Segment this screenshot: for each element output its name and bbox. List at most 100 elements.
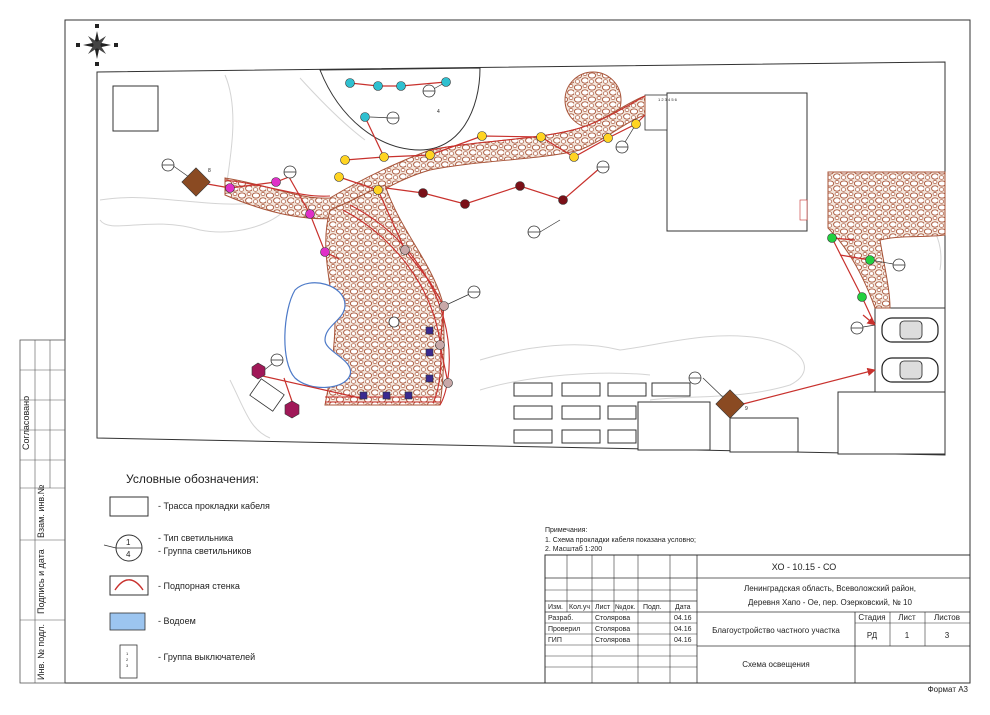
sheet-label: Лист — [898, 613, 916, 622]
notes: Примечания: 1. Схема прокладки кабеля по… — [545, 527, 696, 553]
date-checker: 04.16 — [674, 626, 692, 633]
legend-water-swatch — [109, 612, 146, 631]
role-developer: Разраб. — [548, 614, 573, 622]
switch-group-box-side — [799, 199, 808, 221]
lamp-dark-red — [460, 199, 470, 209]
lamp-type-tags — [161, 84, 906, 385]
legend-switch-swatch — [119, 644, 138, 679]
lamp-dark-red — [418, 188, 428, 198]
legend-item-wall: - Подпорная стенка — [158, 581, 240, 591]
lamp-green — [865, 255, 875, 265]
legend-wall-swatch — [109, 575, 149, 596]
svg-text:2: 2 — [126, 657, 129, 662]
junction-label: 8 — [208, 168, 211, 174]
stage-value: РД — [867, 631, 878, 640]
legend-item-lamp-type: - Тип светильника — [158, 533, 233, 543]
lamp-magenta — [271, 177, 281, 187]
lamps — [225, 77, 875, 419]
lamp-cyan — [441, 77, 451, 87]
legend-item-cable: - Трасса прокладки кабеля — [158, 501, 270, 511]
date-gip: 04.16 — [674, 637, 692, 644]
hdr-izm: Изм. — [548, 604, 563, 611]
lamp-dark-red — [515, 181, 525, 191]
legend-item-switch: - Группа выключателей — [158, 652, 255, 662]
garage — [837, 391, 946, 455]
outbuilding — [637, 401, 711, 451]
car-icon — [881, 357, 939, 383]
legend-lamp-num-top: 1 — [126, 538, 131, 547]
lamp-cyan — [373, 81, 383, 91]
lamp-yellow — [334, 172, 344, 182]
lamp-gray — [443, 378, 453, 388]
lamp-gray — [439, 301, 449, 311]
lamp-magenta — [225, 183, 235, 193]
project-name: Благоустройство частного участка — [712, 626, 840, 635]
stamp-inv-replace: Взам. инв.№ — [36, 484, 46, 538]
lamp-green — [827, 233, 837, 243]
garden-beds — [513, 382, 691, 444]
legend-item-water: - Водоем — [158, 616, 196, 626]
lamp-yellow — [477, 131, 487, 141]
greenhouse — [319, 67, 481, 151]
terrain-contours — [99, 74, 942, 439]
title-block-text: ХО - 10.15 - СО Ленинградская область, В… — [548, 562, 960, 669]
junction-box: 8 — [181, 167, 211, 197]
role-gip: ГИП — [548, 637, 562, 644]
lamp-hexagon — [284, 400, 300, 419]
lamp-square — [425, 348, 434, 357]
lamp-gray — [400, 245, 410, 255]
format-label: Формат А3 — [928, 685, 969, 694]
name-checker: Столярова — [595, 626, 630, 633]
title-block — [544, 554, 971, 684]
sheets-value: 3 — [945, 631, 950, 640]
car-icon — [881, 317, 939, 343]
shed — [112, 85, 159, 132]
lamp-yellow — [536, 132, 546, 142]
pond — [284, 282, 351, 389]
lamp-yellow — [373, 185, 383, 195]
greenhouse-label: 4 — [437, 109, 440, 115]
stamp-inv-orig: Инв. № подл. — [36, 624, 46, 680]
lamp-square — [382, 391, 391, 400]
notes-title: Примечания: — [545, 527, 587, 534]
house — [666, 92, 808, 232]
compass-icon — [76, 24, 118, 66]
lamp-yellow — [379, 152, 389, 162]
hdr-kol: Кол.уч — [569, 604, 590, 611]
lamp-square — [359, 391, 368, 400]
sheet-value: 1 — [905, 631, 910, 640]
lamp-hexagon — [251, 362, 266, 380]
lamp-cyan — [396, 81, 406, 91]
legend-lamp-num-bottom: 4 — [126, 550, 131, 559]
switch-group-digits: 1 2 3 4 5 6 — [658, 97, 678, 102]
lamp-square — [425, 326, 434, 335]
role-checker: Проверил — [548, 626, 580, 633]
hdr-podp: Подп. — [643, 604, 662, 611]
sheets-label: Листов — [934, 613, 960, 622]
hdr-doc: №док. — [615, 604, 636, 611]
legend-cable-swatch — [109, 496, 149, 517]
junction-box: 9 — [715, 389, 748, 419]
site-plan: 1 2 3 4 5 6 4 — [96, 61, 946, 456]
lamp-yellow — [631, 119, 641, 129]
stage-label: Стадия — [858, 613, 885, 622]
legend-item-lamp-group: - Группа светильников — [158, 546, 252, 556]
lamp-magenta — [305, 209, 315, 219]
date-developer: 04.16 — [674, 615, 692, 622]
hdr-list: Лист — [595, 604, 611, 611]
hdr-date: Дата — [675, 604, 691, 611]
stamp-sign-date: Подпись и дата — [36, 549, 46, 614]
notes-line-2: 2. Масштаб 1:200 — [545, 545, 602, 553]
address-line-1: Ленинградская область, Всеволожский райо… — [744, 584, 916, 593]
lamp-magenta — [320, 247, 330, 257]
stone-paths — [224, 71, 946, 406]
lamp-type-tag — [388, 316, 400, 328]
lamp-cyan — [345, 78, 355, 88]
lamp-dark-red — [558, 195, 568, 205]
lamp-gray — [435, 340, 445, 350]
name-gip: Столярова — [595, 637, 630, 644]
address-line-2: Деревня Хапо - Ое, пер. Озерковский, № 1… — [748, 598, 912, 607]
lamp-green — [857, 292, 867, 302]
